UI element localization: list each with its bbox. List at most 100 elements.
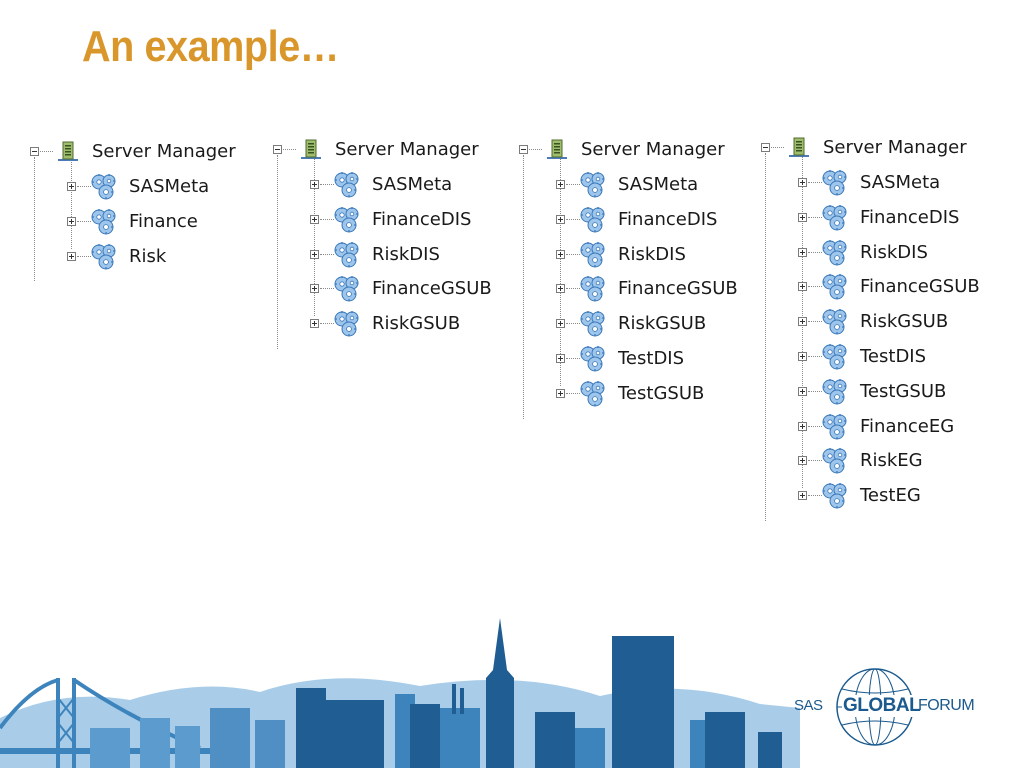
tree-child-label: FinanceGSUB xyxy=(618,278,738,300)
tree-branch-dots xyxy=(808,425,822,427)
gears-icon xyxy=(89,172,121,206)
gears-icon xyxy=(820,238,852,272)
tree-branch-dots xyxy=(808,495,822,497)
tree-branch-dots xyxy=(40,151,53,152)
plus-box-icon[interactable] xyxy=(798,178,807,187)
tree-connector-line xyxy=(71,159,72,249)
tree-child-label: TestGSUB xyxy=(860,380,947,402)
plus-box-icon[interactable] xyxy=(67,182,76,191)
slide-title: An example… xyxy=(82,22,339,71)
plus-box-icon[interactable] xyxy=(310,319,319,329)
minus-box-icon[interactable] xyxy=(273,145,282,154)
tree-child-label: RiskDIS xyxy=(618,243,686,265)
tree-child-label: FinanceDIS xyxy=(860,206,960,228)
tree-branch-dots xyxy=(77,220,91,222)
plus-box-icon[interactable] xyxy=(798,282,807,292)
tree-child-label: SASMeta xyxy=(129,176,210,197)
tree-child-label: SASMeta xyxy=(618,174,699,195)
tree-branch-dots xyxy=(77,186,91,187)
gears-icon xyxy=(578,240,610,274)
tree-child-label: RiskDIS xyxy=(860,241,928,263)
plus-box-icon[interactable] xyxy=(798,421,807,431)
gears-icon xyxy=(820,342,852,376)
plus-box-icon[interactable] xyxy=(67,216,76,226)
tree-child-label: FinanceGSUB xyxy=(860,276,980,298)
tree-branch-dots xyxy=(808,182,822,183)
gears-icon xyxy=(820,377,852,411)
tree-child-label: RiskGSUB xyxy=(372,313,461,335)
plus-box-icon[interactable] xyxy=(556,180,565,189)
plus-box-icon[interactable] xyxy=(310,249,319,259)
tree-branch-dots xyxy=(566,218,580,220)
plus-box-icon[interactable] xyxy=(556,249,565,259)
tree-branch-dots xyxy=(77,255,91,257)
tree-branch-dots xyxy=(566,253,580,255)
tree-root-label: Server Manager xyxy=(335,139,479,160)
tree-connector-line xyxy=(560,157,561,386)
tree-branch-dots xyxy=(566,288,580,290)
minus-box-icon[interactable] xyxy=(761,143,770,152)
minus-box-icon[interactable] xyxy=(519,145,528,154)
plus-box-icon[interactable] xyxy=(556,354,565,363)
server-icon xyxy=(787,136,811,162)
tree-branch-dots xyxy=(808,286,822,288)
tree-branch-dots xyxy=(283,149,296,150)
gears-icon xyxy=(820,446,852,480)
tree-child-label: RiskEG xyxy=(860,450,923,472)
plus-box-icon[interactable] xyxy=(798,212,807,222)
gears-icon xyxy=(820,168,852,202)
gears-icon xyxy=(820,272,852,306)
plus-box-icon[interactable] xyxy=(310,284,319,294)
tree-child-label: TestGSUB xyxy=(618,382,705,404)
plus-box-icon[interactable] xyxy=(798,491,807,501)
plus-box-icon[interactable] xyxy=(556,284,565,294)
logo-global: GLOBAL xyxy=(842,695,922,717)
tree-child-label: TestDIS xyxy=(860,346,927,367)
gears-icon xyxy=(578,344,610,378)
tree-child-label: Risk xyxy=(129,245,167,267)
plus-box-icon[interactable] xyxy=(798,317,807,327)
plus-box-icon[interactable] xyxy=(798,456,807,466)
minus-box-icon[interactable] xyxy=(30,147,39,156)
plus-box-icon[interactable] xyxy=(556,388,565,398)
plus-box-icon[interactable] xyxy=(798,386,807,396)
plus-box-icon[interactable] xyxy=(310,180,319,189)
tree-branch-dots xyxy=(808,216,822,218)
tree-guide-line xyxy=(523,155,524,419)
gears-icon xyxy=(820,203,852,237)
plus-box-icon[interactable] xyxy=(310,214,319,224)
server-icon xyxy=(299,138,323,164)
tree-branch-dots xyxy=(529,149,542,150)
tree-root-label: Server Manager xyxy=(581,139,725,160)
tree-child-label: TestDIS xyxy=(618,348,685,369)
gears-icon xyxy=(820,481,852,515)
logo-forum: FORUM xyxy=(918,697,975,714)
tree-branch-dots xyxy=(771,147,784,148)
tree-branch-dots xyxy=(566,184,580,185)
tree-child-label: Finance xyxy=(129,210,198,232)
tree-branch-dots xyxy=(808,251,822,253)
server-icon xyxy=(56,140,80,166)
gears-icon xyxy=(820,307,852,341)
tree-guide-line xyxy=(34,157,35,282)
tree-branch-dots xyxy=(566,392,580,394)
plus-box-icon[interactable] xyxy=(798,247,807,257)
gears-icon xyxy=(332,274,364,308)
tree-branch-dots xyxy=(320,288,334,290)
plus-box-icon[interactable] xyxy=(556,319,565,329)
tree-child-label: RiskGSUB xyxy=(860,311,949,333)
plus-box-icon[interactable] xyxy=(67,251,76,261)
gears-icon xyxy=(578,379,610,413)
tree-child-label: TestEG xyxy=(860,485,921,507)
gears-icon xyxy=(578,205,610,239)
tree-branch-dots xyxy=(320,253,334,255)
tree-root-label: Server Manager xyxy=(92,141,236,162)
gears-icon xyxy=(332,240,364,274)
plus-box-icon[interactable] xyxy=(556,214,565,224)
tree-branch-dots xyxy=(320,184,334,185)
tree-connector-line xyxy=(314,157,315,317)
plus-box-icon[interactable] xyxy=(798,352,807,361)
city-skyline-graphic xyxy=(0,618,800,768)
tree-guide-line xyxy=(765,153,766,521)
tree-child-label: SASMeta xyxy=(860,172,941,193)
